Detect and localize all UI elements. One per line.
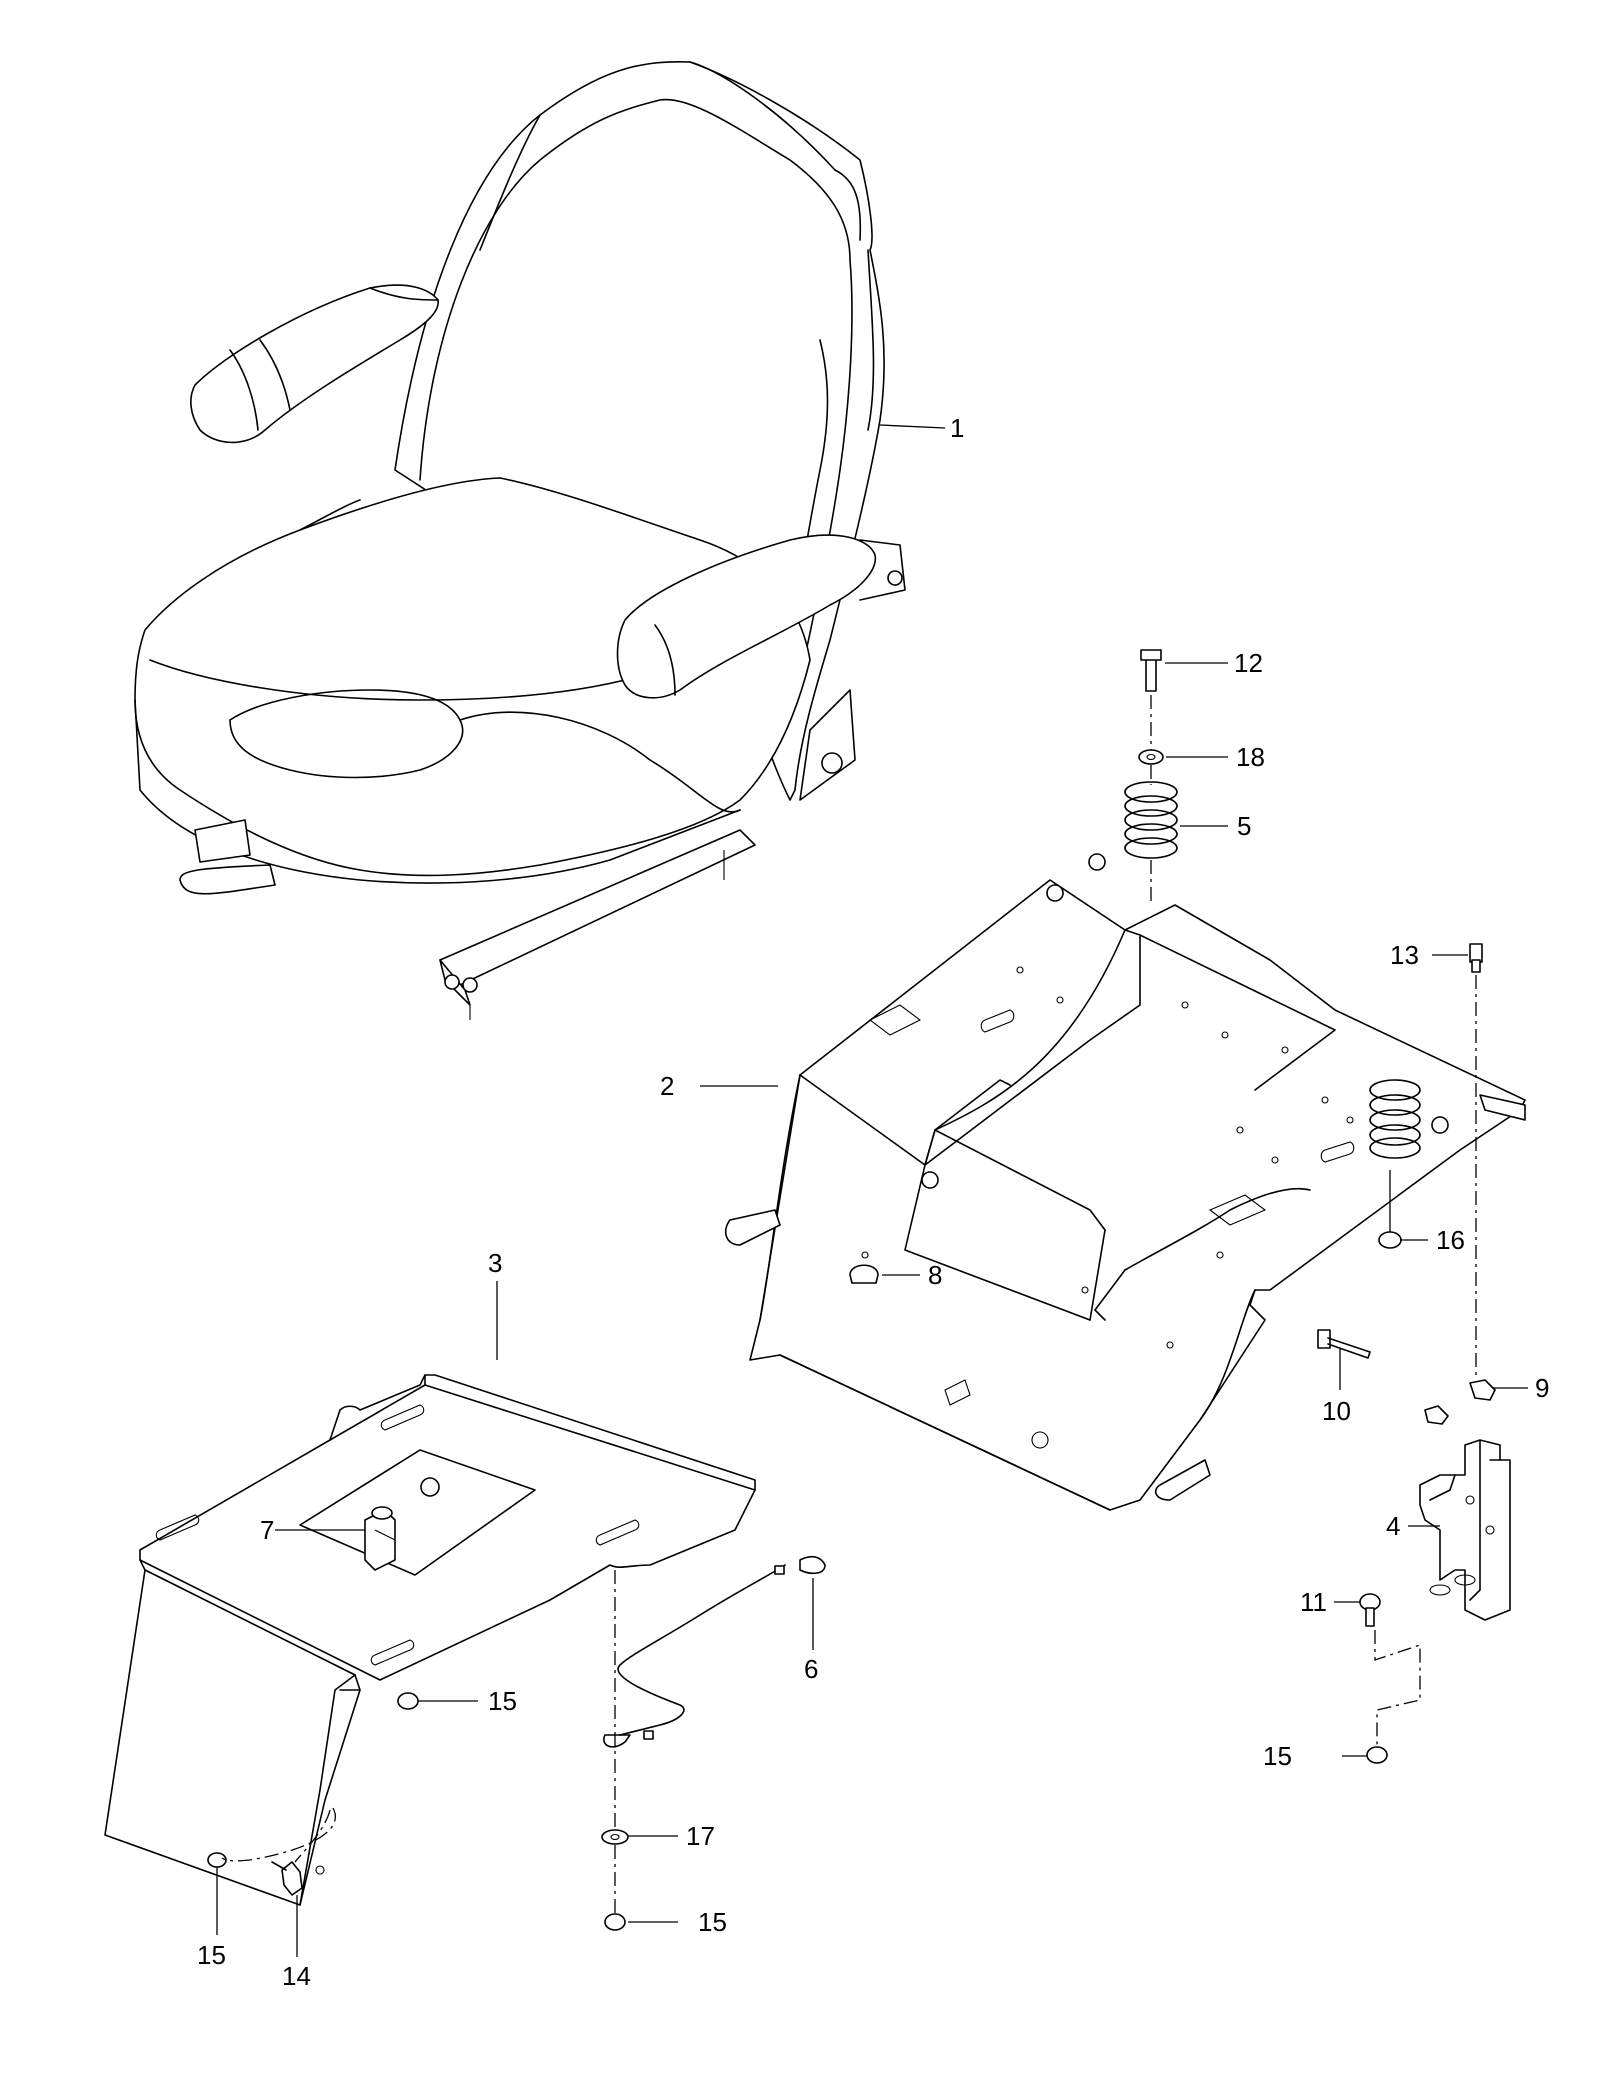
callout-17: 17 (686, 1821, 715, 1851)
callout-2: 2 (660, 1071, 674, 1101)
callout-5: 5 (1237, 811, 1251, 841)
callout-15: 15 (1263, 1741, 1292, 1771)
callout-11: 11 (1300, 1587, 1327, 1617)
seat (134, 60, 906, 1020)
leader-lines (216, 424, 1528, 1957)
callout-4: 4 (1386, 1511, 1400, 1541)
hardware (207, 649, 1496, 1931)
side-bracket (1419, 1439, 1511, 1621)
callout-8: 8 (928, 1260, 942, 1290)
callout-10: 10 (1322, 1396, 1351, 1426)
assembly-lines (221, 695, 1477, 1913)
callout-1: 1 (950, 413, 964, 443)
callouts: 1 2 3 4 5 6 7 8 9 10 11 12 13 14 15 15 1… (197, 413, 1549, 1991)
callout-3: 3 (488, 1248, 502, 1278)
callout-7: 7 (260, 1515, 274, 1545)
callout-12: 12 (1234, 648, 1263, 678)
callout-6: 6 (804, 1654, 818, 1684)
callout-13: 13 (1390, 940, 1419, 970)
seat-plate-assembly (724, 853, 1526, 1511)
callout-15: 15 (698, 1907, 727, 1937)
callout-9: 9 (1535, 1373, 1549, 1403)
callout-14: 14 (282, 1961, 311, 1991)
floor-pan (104, 1374, 756, 1906)
callout-18: 18 (1236, 742, 1265, 772)
callout-16: 16 (1436, 1225, 1465, 1255)
callout-15: 15 (197, 1940, 226, 1970)
callout-15: 15 (488, 1686, 517, 1716)
